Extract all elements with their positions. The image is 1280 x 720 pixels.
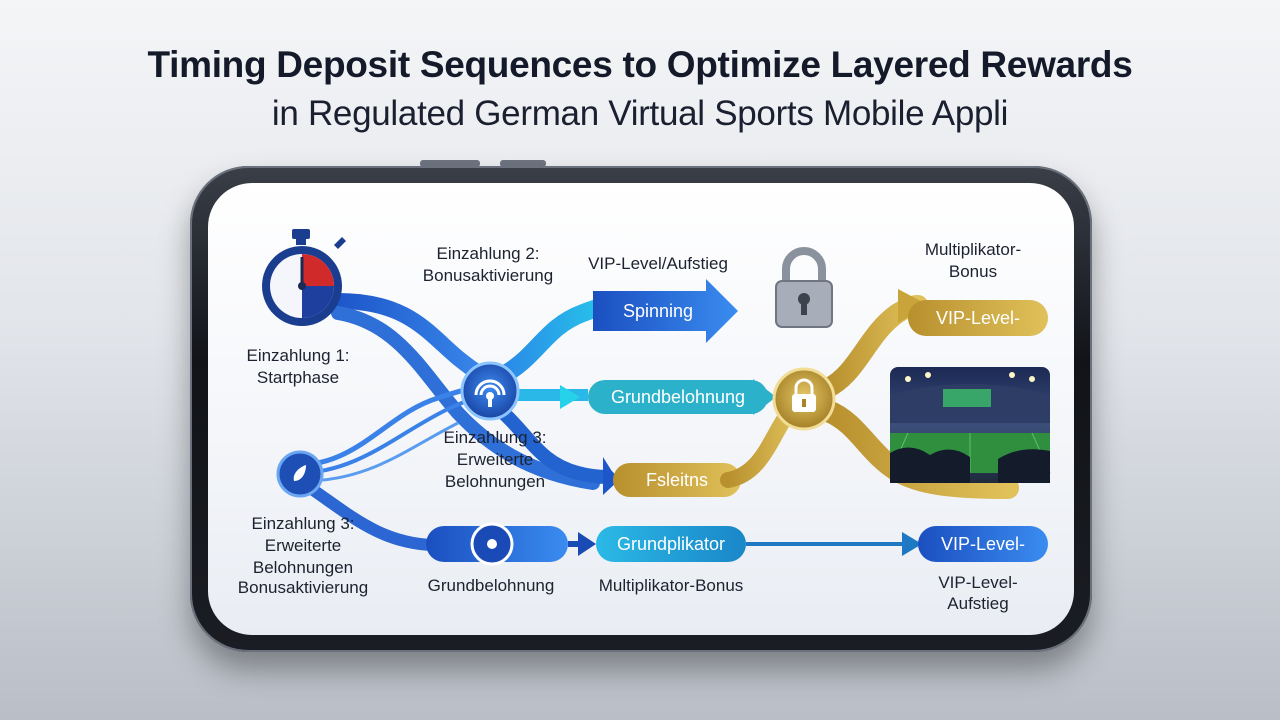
vip-level-top-pill [908,300,1048,336]
flow-path [297,477,439,551]
arrow-head [603,457,618,495]
phone-side-button [420,160,480,167]
deposit-3-mid-title: Einzahlung 3: [443,428,547,447]
deposit-3-left-line2: Erweiterte [264,536,342,555]
arrow-head [902,532,922,556]
signal-hub-icon [460,361,520,421]
freespins-pill [613,463,741,497]
vip-level-up-bottom-subtitle: Aufstieg [947,594,1009,613]
base-reward-bottom-label: Grundbelohnung [427,576,555,595]
flow-diagram [262,229,1051,566]
coin-icon [276,450,324,498]
deposit-2-subtitle: Bonusaktivierung [422,266,554,285]
vip-level-bottom-pill [918,526,1048,562]
arrow-head [578,532,596,556]
phone-screen: Spinning Grundbelohnung Fsleitns VIP-Lev… [208,183,1074,635]
base-reward-pill [588,380,768,414]
spinning-arrow [593,279,738,343]
deposit-1-title: Einzahlung 1: [246,346,350,365]
stadium-image [889,367,1051,483]
arrow-head [560,385,580,409]
page-subtitle: in Regulated German Virtual Sports Mobil… [271,94,1009,133]
phone-side-button [500,160,546,167]
multiplier-bonus-bottom-label: Multiplikator-Bonus [598,576,744,595]
deposit-3-mid-line3: Belohnungen [444,472,546,491]
base-multiplier-label: Grundplikator [616,534,726,554]
spinning-label: Spinning [622,301,694,321]
flow-path [331,306,600,490]
toggle-dot [487,539,497,549]
base-reward-pill-label: Grundbelohnung [610,387,746,407]
arrow-head [753,379,776,415]
freespins-label: Fsleitns [645,470,708,490]
page-title: Timing Deposit Sequences to Optimize Lay… [147,44,1133,85]
multiplier-bonus-subtitle: Bonus [948,262,998,281]
deposit-3-mid-line2: Erweiterte [456,450,534,469]
gold-padlock-icon [772,367,836,431]
deposit-3-left-title: Einzahlung 3: [251,514,355,533]
multiplier-bonus-title: Multiplikator- [924,240,1022,259]
deposit-2-title: Einzahlung 2: [436,244,540,263]
deposit-3-left-line4: Bonusaktivierung [237,578,369,597]
vip-level-up-top-label: VIP-Level/Aufstieg [588,254,728,273]
vip-level-up-bottom-title: VIP-Level- [938,573,1018,592]
stopwatch-icon [262,229,346,326]
deposit-1-subtitle: Startphase [256,368,340,387]
base-multiplier-pill [596,526,746,562]
vip-level-top-label: VIP-Level- [935,308,1021,328]
padlock-icon [775,247,833,328]
flow-path [491,401,615,484]
deposit-3-left-line3: Belohnungen [252,558,354,577]
vip-level-bottom-label: VIP-Level- [940,534,1026,554]
